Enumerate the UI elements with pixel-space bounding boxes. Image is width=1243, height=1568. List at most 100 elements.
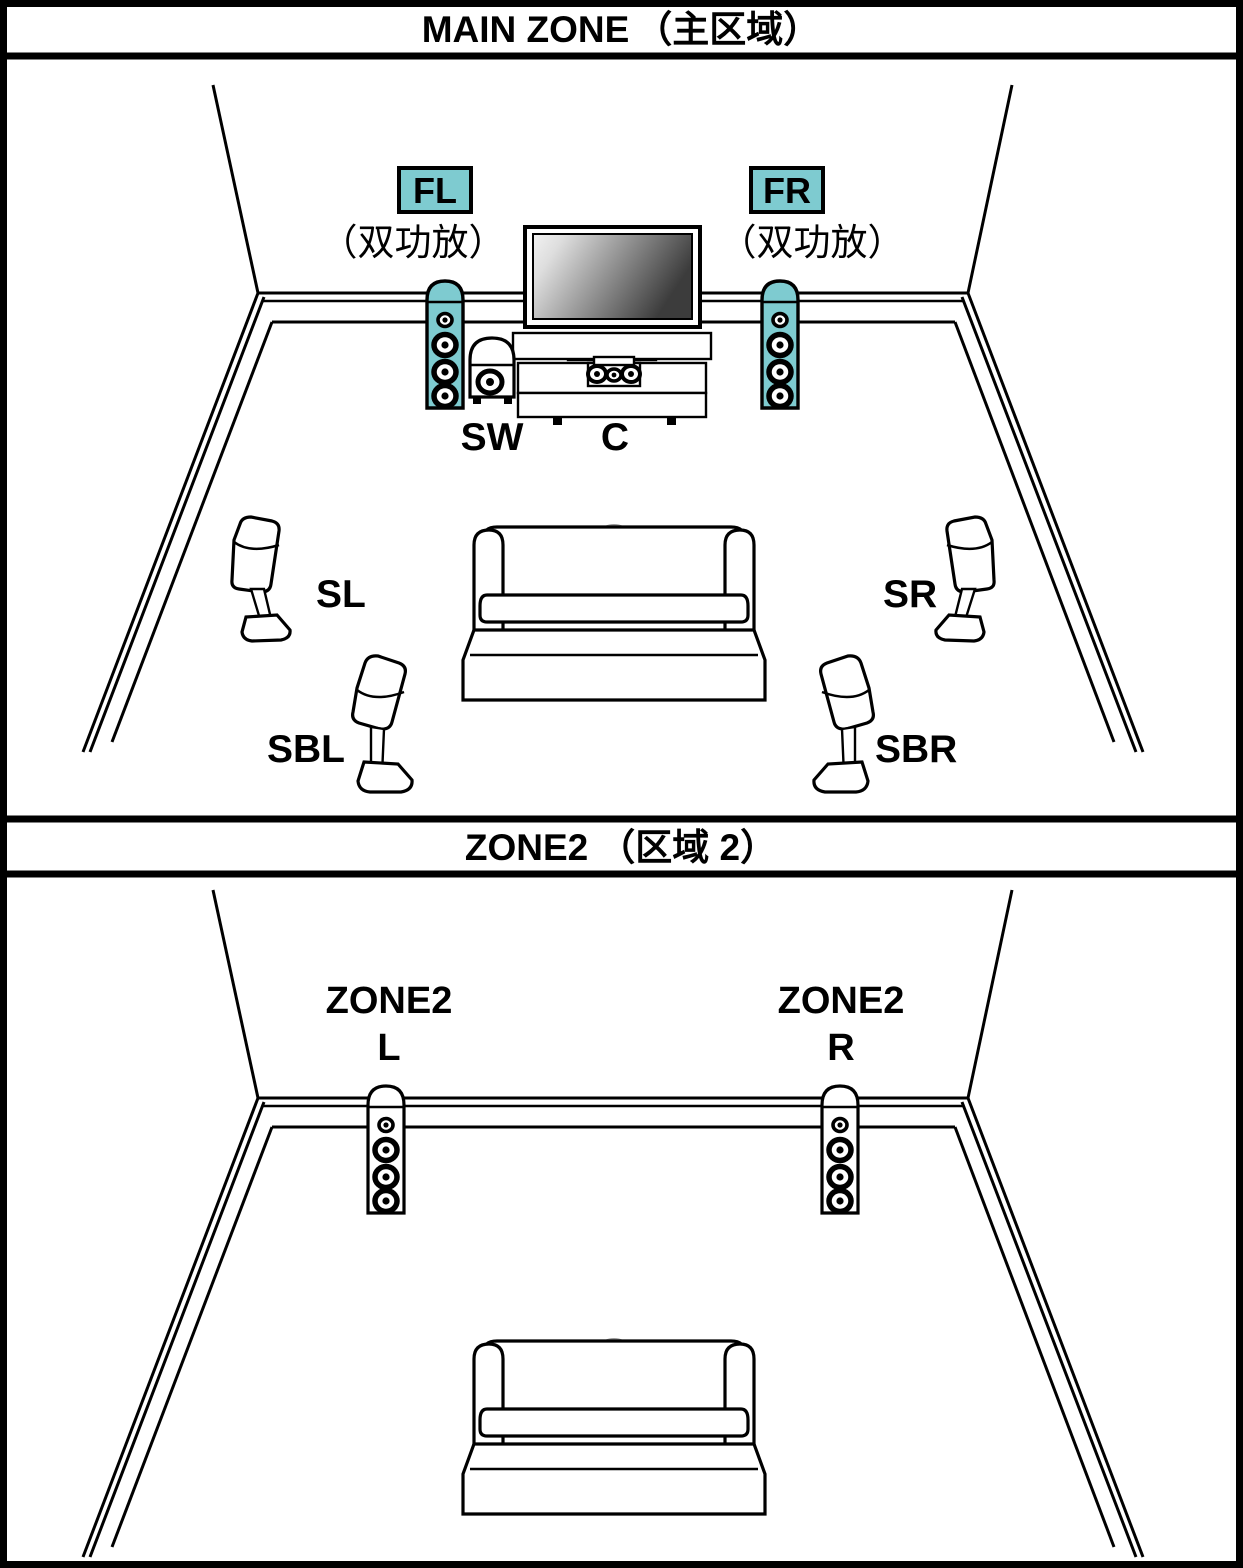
subwoofer-driver-cone [486, 378, 494, 386]
tv-stand-foot-right [667, 417, 676, 425]
zone2-sofa-seat-cushion [478, 1407, 750, 1438]
speaker-zone2-r-tower [820, 1084, 860, 1215]
sl-cabinet-face-seam [233, 540, 280, 551]
fl-driver-tweeter-cone [442, 317, 448, 323]
subwoofer-foot-right [504, 397, 512, 404]
zone2-l-label-line2: L [377, 1027, 400, 1069]
main-zone-title-cn: （主区域） [635, 9, 820, 50]
center-speaker-driver-mid-cone [611, 372, 617, 378]
speaker-fr-tower [760, 279, 800, 410]
zone2-l-driver-mid-upper-cone [382, 1146, 390, 1154]
sw-label: SW [461, 416, 524, 459]
zone2-l-label-line1: ZONE2 [326, 980, 453, 1022]
main-zone-title: MAIN ZONE（主区域） [422, 9, 821, 50]
subwoofer-sw [468, 336, 516, 404]
sbl-cabinet [351, 654, 407, 731]
sr-cabinet [945, 515, 996, 594]
zone2-right-label-group: ZONE2 R [778, 980, 905, 1069]
zone2-sofa-backrest [481, 1339, 747, 1414]
sbr-cabinet [819, 654, 875, 731]
fl-driver-mid-lower-cone [441, 368, 449, 376]
speaker-sl [230, 515, 292, 643]
speaker-fl-tower [425, 279, 465, 410]
center-speaker-driver-left-cone [594, 371, 600, 377]
tv-stand-foot-left [553, 417, 562, 425]
main-zone-title-en: MAIN ZONE [422, 9, 630, 50]
zone2-r-driver-tweeter-cone [837, 1122, 843, 1128]
zone2-l-driver-tweeter-cone [383, 1122, 389, 1128]
zone2-r-label-line2: R [827, 1027, 854, 1069]
zone2-left-wall-baseboard-line [110, 1126, 274, 1548]
sl-label: SL [316, 573, 366, 616]
fl-driver-woofer-cone [441, 392, 449, 400]
tv-stand-shelf-lower [516, 391, 708, 419]
zone2-r-driver-mid-lower-cone [836, 1173, 844, 1181]
zone2-right-wall-baseboard-line [953, 1126, 1116, 1548]
zone2-r-driver-woofer-cone [836, 1197, 844, 1205]
main-zone-room [81, 84, 1145, 753]
sr-cabinet-face-seam [946, 540, 993, 551]
ceiling-line-right [966, 84, 1014, 294]
zone2-left-label-group: ZONE2 L [326, 980, 453, 1069]
left-wall-baseboard-line [110, 321, 274, 743]
sbr-label: SBR [875, 728, 957, 771]
zone2-r-label-line1: ZONE2 [778, 980, 905, 1022]
fr-chip-label: FR [763, 170, 811, 211]
zone2-right-wall-floor-line-inner [960, 1101, 1138, 1558]
fr-label-group: FR （双功放） [720, 166, 905, 263]
sr-label: SR [883, 573, 937, 616]
left-wall-floor-line-inner [88, 296, 266, 753]
center-speaker-top [592, 355, 636, 367]
fl-driver-mid-upper-cone [441, 341, 449, 349]
ceiling-line-left [211, 84, 260, 294]
zone2-sofa-base [461, 1442, 767, 1516]
zone2-l-driver-mid-lower-cone [382, 1173, 390, 1181]
sofa-zone2 [461, 1334, 767, 1516]
zone2-r-driver-mid-upper-cone [836, 1146, 844, 1154]
left-wall-floor-line-outer [81, 292, 260, 753]
speaker-sr [934, 515, 996, 643]
tv-and-stand-group [511, 225, 713, 425]
zone2-title-cn: （区域 2） [598, 827, 777, 868]
fl-label-group: FL （双功放） [321, 166, 506, 263]
subwoofer-foot-left [473, 397, 481, 404]
sbr-stand-base [812, 760, 870, 794]
fr-driver-mid-upper-cone [776, 341, 784, 349]
speaker-sbl [351, 654, 414, 794]
zone2-title-en: ZONE2 [465, 827, 588, 868]
fr-chip-highlight [749, 166, 825, 214]
sofa-seat-cushion [478, 593, 750, 624]
right-wall-floor-line-outer [966, 292, 1145, 753]
sbl-stand-base [356, 760, 414, 794]
speaker-sbr [812, 654, 875, 794]
speaker-zone2-l-tower [366, 1084, 406, 1215]
sofa-backrest [481, 525, 747, 600]
tv-screen [532, 233, 693, 320]
tv-stand-top [511, 331, 713, 361]
fl-chip-label: FL [413, 170, 457, 211]
sl-stand-base [240, 613, 292, 643]
sofa-base [461, 628, 767, 702]
sr-stand-base [934, 613, 986, 643]
fl-note-label: （双功放） [321, 222, 506, 263]
fr-driver-tweeter-cone [777, 317, 783, 323]
right-wall-floor-line-inner [960, 296, 1138, 753]
c-label: C [601, 416, 629, 459]
right-wall-baseboard-line [953, 321, 1116, 743]
center-speaker-driver-right-cone [628, 371, 634, 377]
fr-driver-mid-lower-cone [776, 368, 784, 376]
zone2-l-driver-woofer-cone [382, 1197, 390, 1205]
fr-driver-woofer-cone [776, 392, 784, 400]
fl-chip-highlight [397, 166, 473, 214]
zone2-left-wall-floor-line-inner [88, 1101, 266, 1558]
sofa-main-zone [461, 520, 767, 702]
sbr-cabinet-face-seam [821, 688, 870, 699]
zone2-right-wall-floor-line-outer [966, 1097, 1145, 1558]
zone2-ceiling-line-right [966, 889, 1014, 1099]
sbl-label: SBL [267, 728, 345, 771]
sbl-cabinet-face-seam [356, 688, 405, 699]
zone2-ceiling-line-left [211, 889, 260, 1099]
zone2-title: ZONE2（区域 2） [465, 827, 777, 868]
